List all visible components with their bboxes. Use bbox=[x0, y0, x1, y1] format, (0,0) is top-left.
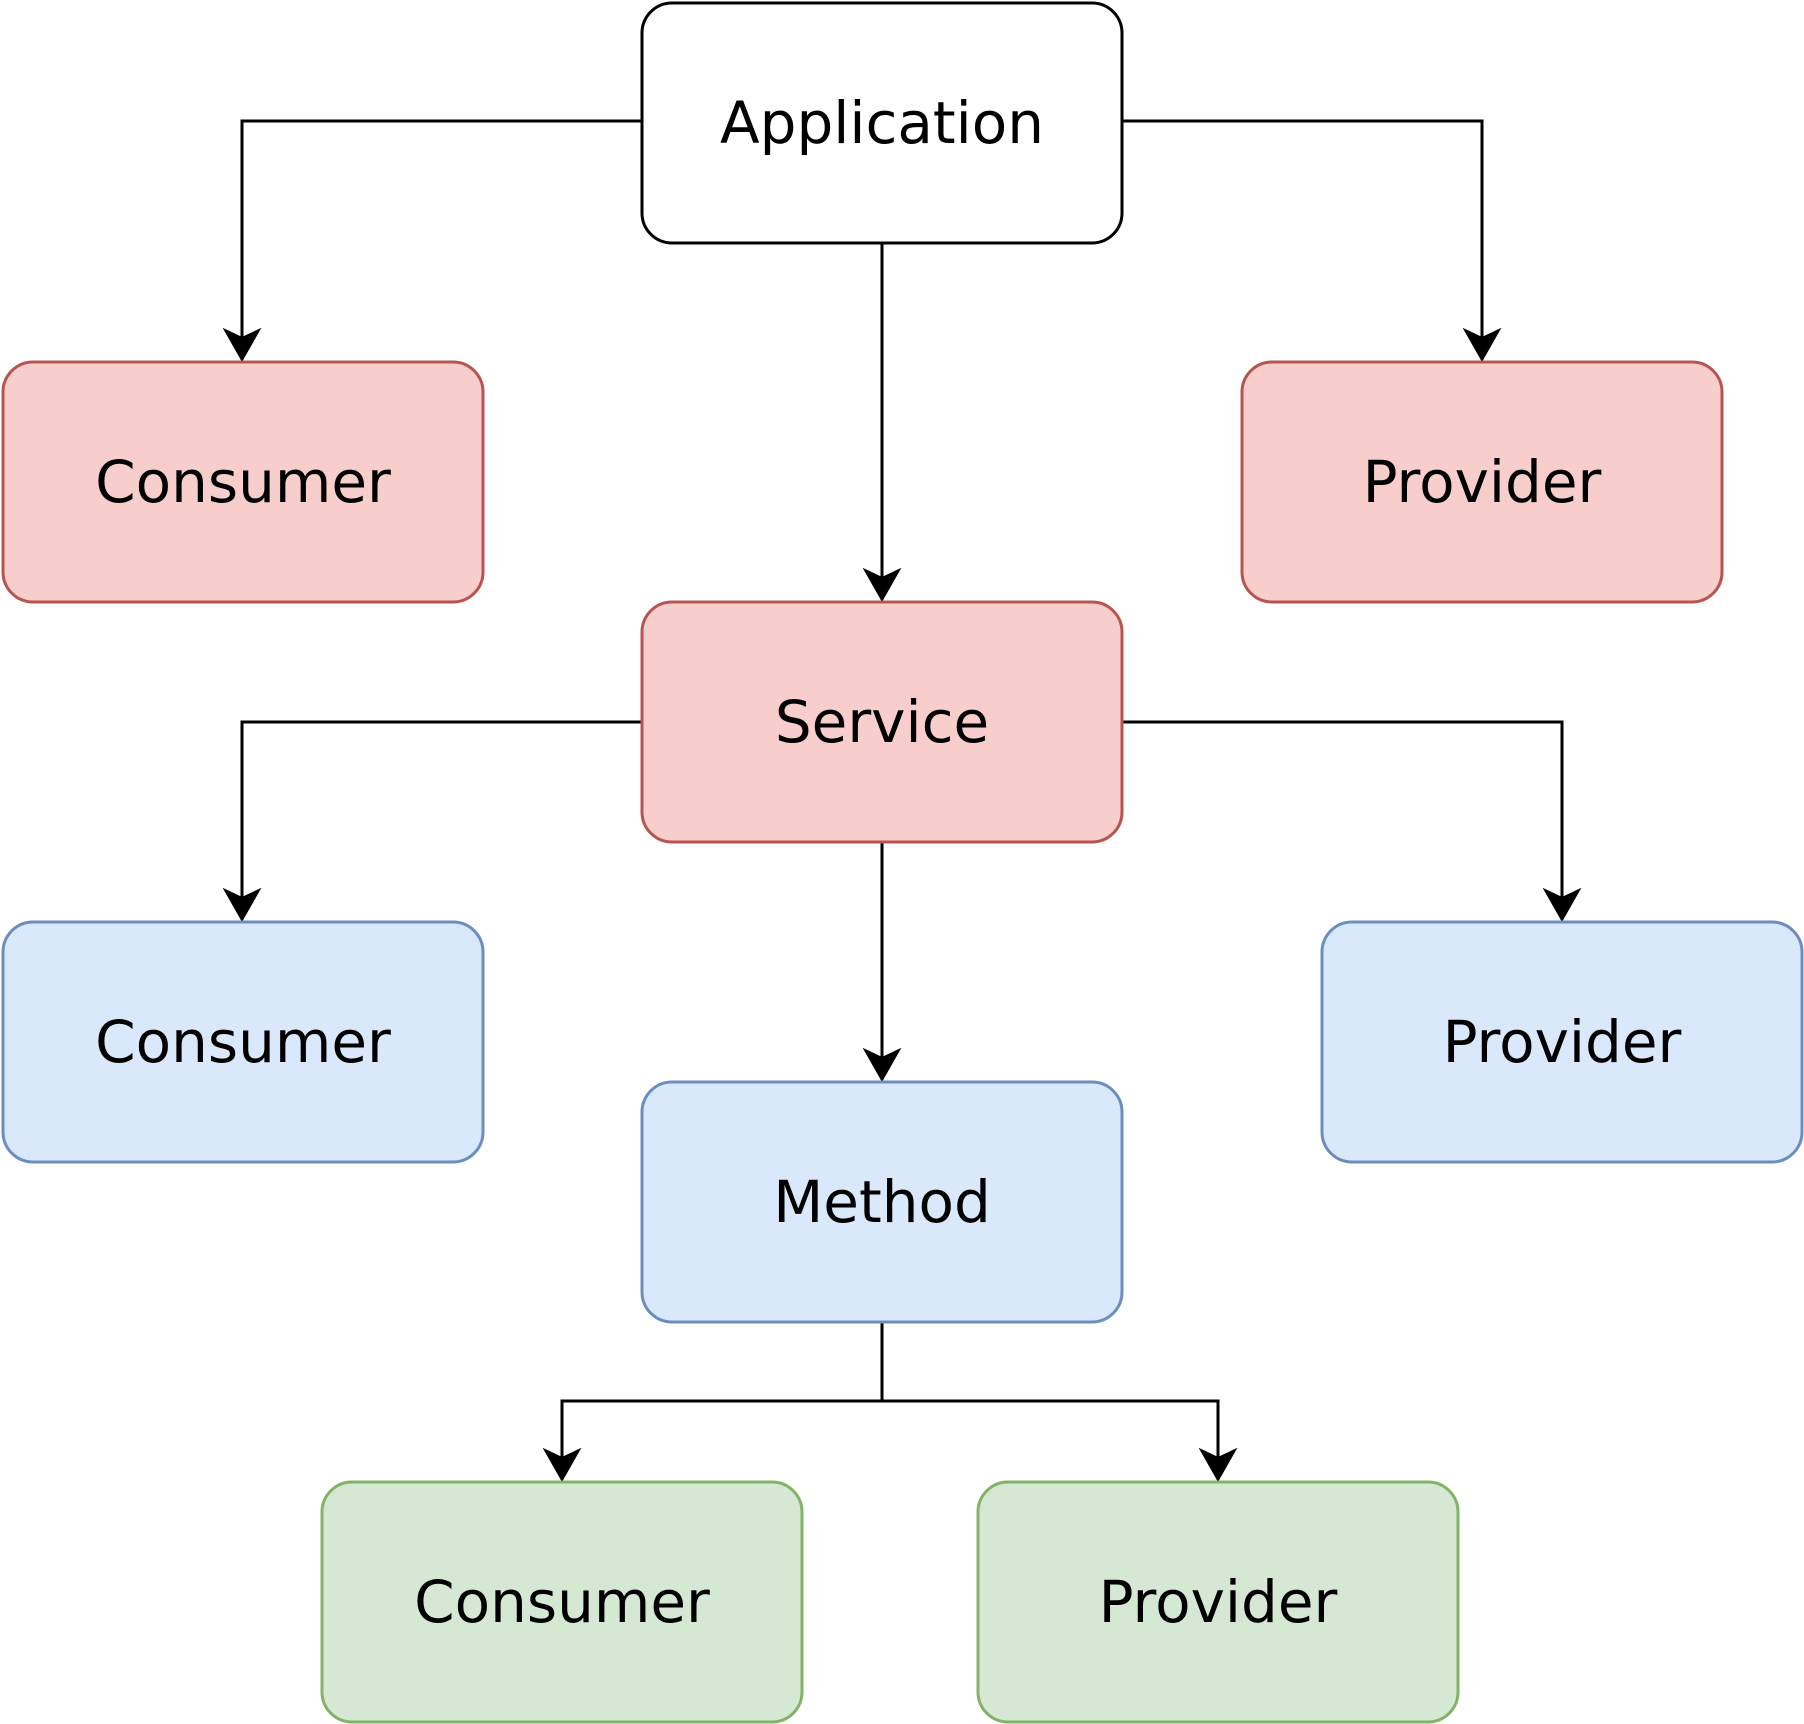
connector-application-to-app-provider bbox=[1122, 119, 1502, 363]
connector-line bbox=[880, 1322, 1220, 1462]
connector-service-to-service-consumer bbox=[222, 720, 642, 923]
node-app-provider: Provider bbox=[1240, 360, 1724, 604]
connector-method-to-method-provider bbox=[880, 1322, 1238, 1483]
arrowhead-icon bbox=[222, 327, 262, 363]
node-box bbox=[640, 1, 1124, 245]
node-method-provider: Provider bbox=[976, 1480, 1460, 1724]
node-service: Service bbox=[640, 600, 1124, 844]
connector-line bbox=[560, 1322, 884, 1462]
node-box bbox=[320, 1480, 804, 1724]
node-box bbox=[1, 360, 485, 604]
node-label: Provider bbox=[1443, 1008, 1682, 1076]
node-box bbox=[640, 1080, 1124, 1324]
node-box bbox=[1320, 920, 1804, 1164]
node-application: Application bbox=[640, 1, 1124, 245]
node-box bbox=[640, 600, 1124, 844]
arrowhead-icon bbox=[862, 567, 902, 603]
node-box bbox=[1, 920, 485, 1164]
node-label: Consumer bbox=[95, 1008, 391, 1076]
connector-layer bbox=[222, 119, 1582, 1483]
connector-line bbox=[240, 119, 642, 342]
node-label: Application bbox=[720, 89, 1044, 157]
node-label: Provider bbox=[1099, 1568, 1338, 1636]
node-method: Method bbox=[640, 1080, 1124, 1324]
node-label: Consumer bbox=[414, 1568, 710, 1636]
arrowhead-icon bbox=[1198, 1447, 1238, 1483]
node-label: Service bbox=[775, 688, 989, 756]
arrowhead-icon bbox=[222, 887, 262, 923]
connector-line bbox=[1122, 119, 1484, 342]
node-method-consumer: Consumer bbox=[320, 1480, 804, 1724]
node-label: Method bbox=[773, 1168, 991, 1236]
connector-application-to-service bbox=[862, 243, 902, 603]
node-box bbox=[976, 1480, 1460, 1724]
arrowhead-icon bbox=[542, 1447, 582, 1483]
connector-method-to-method-consumer bbox=[542, 1322, 884, 1483]
node-label: Provider bbox=[1363, 448, 1602, 516]
connector-line bbox=[1122, 720, 1564, 902]
node-service-consumer: Consumer bbox=[1, 920, 485, 1164]
node-app-consumer: Consumer bbox=[1, 360, 485, 604]
arrowhead-icon bbox=[1462, 327, 1502, 363]
arrowhead-icon bbox=[862, 1047, 902, 1083]
node-service-provider: Provider bbox=[1320, 920, 1804, 1164]
connector-line bbox=[240, 720, 642, 902]
connector-application-to-app-consumer bbox=[222, 119, 642, 363]
connector-service-to-service-provider bbox=[1122, 720, 1582, 923]
node-box bbox=[1240, 360, 1724, 604]
connector-service-to-method bbox=[862, 842, 902, 1083]
arrowhead-icon bbox=[1542, 887, 1582, 923]
node-label: Consumer bbox=[95, 448, 391, 516]
